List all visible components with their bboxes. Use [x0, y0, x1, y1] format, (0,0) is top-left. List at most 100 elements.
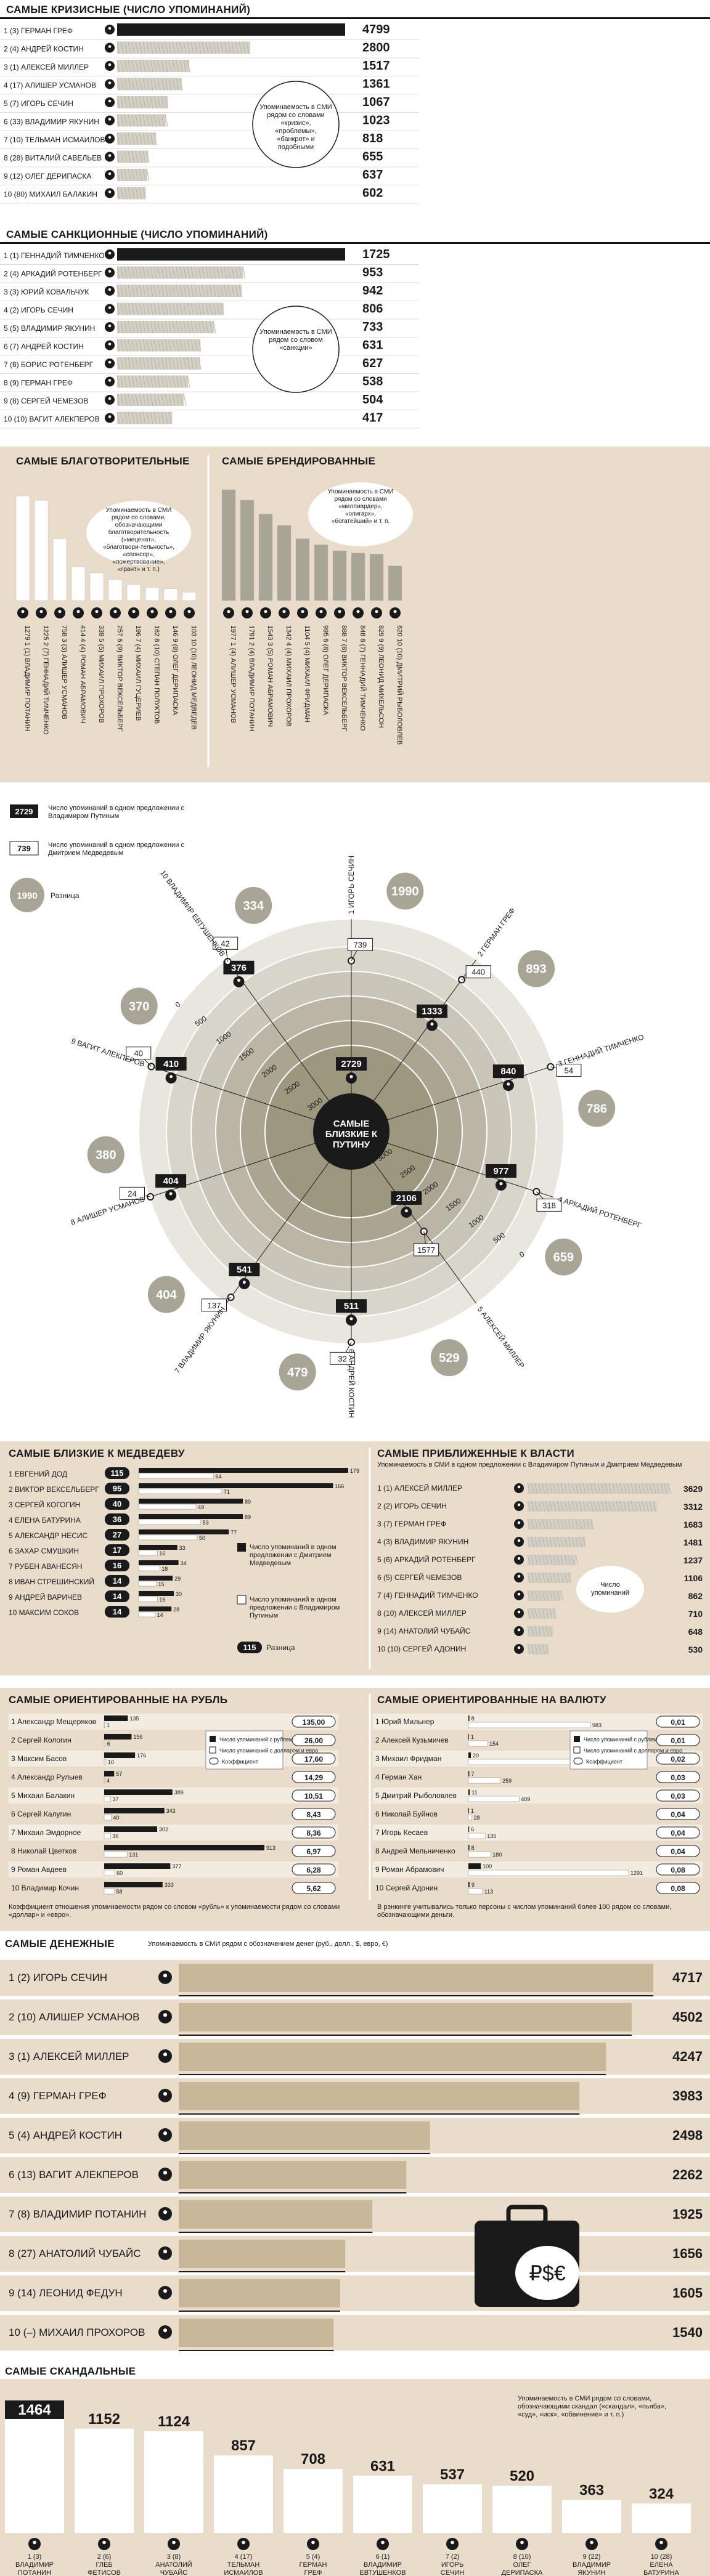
bar-texture [187, 59, 190, 73]
bar-texture [542, 1483, 545, 1494]
bar-texture [209, 320, 213, 334]
currency-rub-value: 9 [471, 1882, 475, 1888]
charity-label: 162 8 (10) СТЕПАН ПОЛУКТОВ [153, 625, 160, 724]
currency-rub-value: 1 [471, 1808, 474, 1814]
legend-put-text: Число упоминаний в одном [250, 1596, 337, 1603]
bar-texture [545, 1590, 549, 1602]
bar-texture [534, 1643, 538, 1655]
bar-texture [120, 59, 124, 73]
bar-texture [139, 375, 142, 388]
ruble-rub-value: 333 [165, 1882, 174, 1888]
diff-circle [386, 872, 424, 910]
bar-texture [582, 1518, 586, 1530]
bar-texture [531, 1626, 534, 1637]
person-icon-head [163, 2092, 168, 2096]
bar-texture [165, 95, 168, 109]
medv-bar-value: 89 [245, 1514, 251, 1520]
medv-diff-value: 16 [113, 1561, 121, 1570]
scandal-first-name: АНАТОЛИЙ [155, 2561, 192, 2569]
scandal-value: 363 [579, 2482, 604, 2499]
medv-diff-value: 95 [113, 1484, 121, 1493]
bar-texture [183, 266, 187, 279]
ruble-rub-bar [104, 1771, 115, 1776]
bar-texture [202, 302, 205, 315]
bar-texture [627, 1483, 630, 1494]
brand-bar [369, 554, 384, 601]
bar-texture [150, 114, 153, 127]
bar-texture [139, 78, 142, 91]
person-icon-head [76, 610, 80, 614]
bar-texture [150, 284, 153, 298]
person-icon-head [163, 2289, 168, 2293]
person-icon-head [108, 26, 112, 30]
scandal-value: 1124 [158, 2413, 190, 2430]
put-bar [138, 1550, 158, 1556]
scandal-last-name: ЧУБАЙС [160, 2569, 188, 2576]
person-icon-head [338, 610, 341, 614]
bar-texture [139, 302, 142, 315]
bar-texture [153, 95, 157, 109]
bar-texture [116, 302, 120, 315]
medv-row-label: 7 РУБЕН АВАНЕСЯН [9, 1562, 83, 1571]
medv-value-box [536, 1198, 562, 1212]
bar-texture [194, 266, 198, 279]
bar-texture [128, 187, 131, 200]
currency-k-value: 0,03 [671, 1792, 685, 1800]
bar-texture [183, 41, 187, 54]
value-label: 1067 [362, 95, 390, 109]
bar-texture [242, 266, 246, 279]
bar-texture [128, 393, 131, 407]
money-bar [179, 2319, 334, 2347]
bar-texture [538, 1501, 542, 1512]
legend-put-text: Путиным [250, 1612, 278, 1619]
medv-value: 137 [208, 1301, 221, 1310]
bar-texture [116, 266, 120, 279]
bar-texture [153, 59, 157, 73]
bar-texture [165, 284, 168, 298]
scandal-last-name: ДЕРИПАСКА [502, 2569, 543, 2576]
spoke [373, 959, 477, 1101]
bar-texture [594, 1501, 597, 1512]
bar-texture [124, 132, 128, 145]
person-icon-head [163, 2210, 168, 2214]
person-icon-head [517, 1557, 521, 1560]
bar-texture [220, 266, 224, 279]
bar-texture [190, 266, 194, 279]
bar-texture [202, 266, 205, 279]
person-icon-head [21, 610, 25, 614]
ruble-usd-bar [104, 1777, 105, 1784]
bar-texture [527, 1501, 531, 1512]
bar-texture [131, 132, 135, 145]
currency-row-label: 7 Игорь Кесаев [375, 1828, 428, 1837]
bar-texture [568, 1483, 571, 1494]
bar-texture [205, 284, 209, 298]
bar-texture [224, 284, 227, 298]
bar-texture [586, 1501, 590, 1512]
bar-texture [176, 78, 179, 91]
put-bar-value: 14 [157, 1612, 163, 1618]
charity-note: благотворительность [108, 529, 169, 536]
medv-bar-value: 28 [173, 1606, 179, 1613]
bar-texture [135, 150, 139, 163]
bar-texture [205, 266, 209, 279]
person-icon-head [520, 2540, 524, 2545]
bar-texture [198, 284, 202, 298]
bar-texture [549, 1536, 553, 1548]
power-note-bg [576, 1566, 644, 1613]
power-subtitle: Упоминаемость в СМИ в одном предложении … [377, 1461, 682, 1468]
note-text: Упоминаемость в СМИ [259, 328, 332, 336]
bar-texture [135, 266, 139, 279]
scandal-bar [144, 2431, 203, 2533]
bar-texture [542, 1536, 545, 1548]
bar-texture [619, 1483, 623, 1494]
person-icon-head [163, 2013, 168, 2017]
ruble-k-value: 8,36 [306, 1829, 321, 1837]
bar-texture [157, 95, 161, 109]
bar-texture [131, 95, 135, 109]
bar-texture [176, 339, 179, 352]
bar-texture [198, 339, 202, 352]
note-text: Упоминаемость в СМИ [259, 103, 332, 111]
bar-texture [213, 266, 216, 279]
person-icon-head [163, 2131, 168, 2136]
person-icon-head [169, 1075, 173, 1079]
